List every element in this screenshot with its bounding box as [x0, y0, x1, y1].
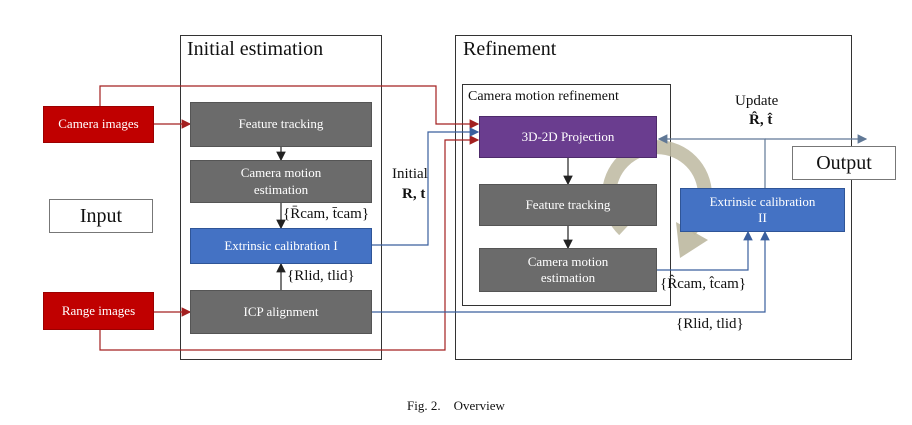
refine-feature-tracking-block[interactable]: Feature tracking [479, 184, 657, 226]
initial-feature-tracking-block[interactable]: Feature tracking [190, 102, 372, 147]
icp-alignment-block[interactable]: ICP alignment [190, 290, 372, 334]
camera-motion-refinement-panel [462, 84, 671, 306]
projection-3d-2d-block[interactable]: 3D-2D Projection [479, 116, 657, 158]
edge-label-rlid-tlid: {Rlid, tlid} [287, 268, 355, 284]
edge-label-rcam-tcam: {R̄cam, t̄cam} [283, 206, 370, 222]
range-images-block[interactable]: Range images [43, 292, 154, 330]
refine-camera-motion-estimation-block[interactable]: Camera motion estimation [479, 248, 657, 292]
extrinsic-calibration-2-block[interactable]: Extrinsic calibration II [680, 188, 845, 232]
edge-label-r-t: R, t [402, 186, 426, 202]
initial-camera-motion-estimation-block[interactable]: Camera motion estimation [190, 160, 372, 203]
initial-estimation-panel [180, 35, 382, 360]
edge-label-rlid-tlid-2: {Rlid, tlid} [676, 316, 744, 332]
initial-estimation-title: Initial estimation [187, 38, 324, 60]
edge-label-r-t-hat: R̂, t̂ [749, 112, 773, 128]
camera-motion-refinement-title: Camera motion refinement [468, 89, 619, 104]
extrinsic-calibration-1-block[interactable]: Extrinsic calibration I [190, 228, 372, 264]
refinement-panel [455, 35, 852, 360]
camera-images-block[interactable]: Camera images [43, 106, 154, 143]
refinement-title: Refinement [463, 38, 557, 60]
edge-label-initial: Initial [392, 166, 428, 182]
edge-label-rcam-tcam-hat: {R̂cam, t̂cam} [660, 276, 747, 292]
input-label: Input [49, 199, 153, 233]
figure-caption: Fig. 2. Overview [407, 398, 505, 413]
output-label: Output [792, 146, 896, 180]
edge-label-update: Update [735, 93, 779, 109]
